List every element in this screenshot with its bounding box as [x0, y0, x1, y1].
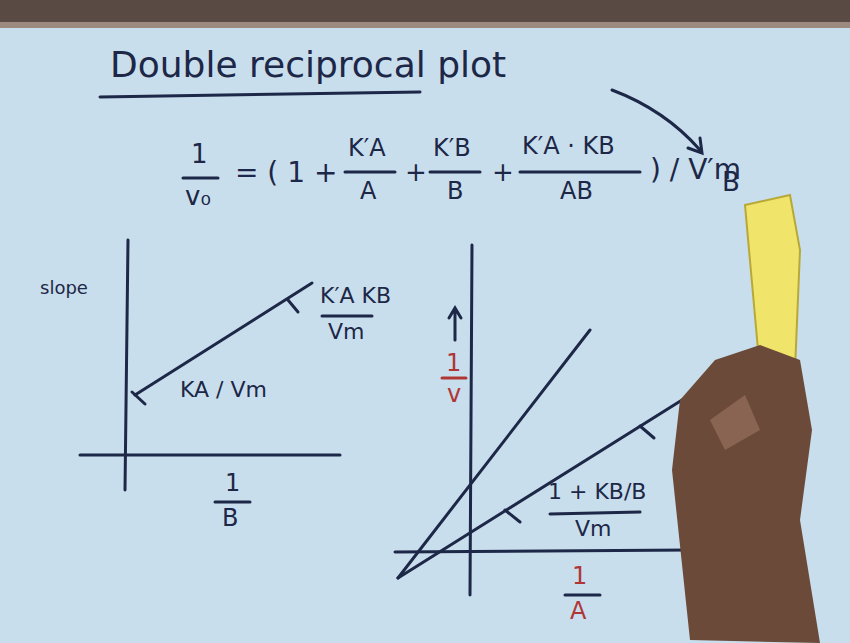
slope-label: K′A KB [320, 284, 391, 308]
slope-label: 1 + KB/B [548, 480, 646, 504]
marker-pen [745, 195, 800, 372]
hand [672, 345, 820, 643]
arrow-label: B [722, 168, 740, 197]
plot-line [398, 330, 590, 578]
y-axis [125, 240, 128, 490]
tick-mark [640, 426, 654, 438]
slope-label: Vm [328, 320, 364, 344]
axis-label: 1 [572, 563, 587, 589]
tick-mark [132, 392, 145, 404]
y-axis [470, 245, 472, 595]
finger [710, 395, 760, 450]
equation-term: K′B [433, 135, 471, 161]
equation-term: 1 [191, 140, 208, 169]
axis-label: 1 [225, 470, 240, 496]
board-title: Double reciprocal plot [110, 45, 506, 85]
axis-label: 1 [446, 350, 461, 376]
presenter-hand [672, 195, 820, 643]
fraction-bar [215, 501, 250, 504]
equation-term: B [447, 178, 463, 204]
x-axis [80, 454, 340, 457]
title-underline [100, 92, 420, 97]
fraction-bar [550, 512, 640, 514]
tick-mark [288, 300, 298, 312]
board-frame-edge [0, 22, 850, 28]
intercept-label: KA / Vm [180, 378, 267, 402]
fraction-bar [565, 594, 600, 597]
up-arrow [449, 308, 461, 340]
curved-arrow [612, 90, 700, 150]
equation-term: AB [560, 178, 593, 204]
fraction-bar [442, 377, 466, 380]
equation-term: + [492, 158, 514, 187]
arrow-head [688, 138, 702, 153]
equation-term: K′A · KB [522, 133, 615, 159]
equation-term: A [360, 178, 376, 204]
tick-mark [505, 510, 520, 522]
fraction-bar [430, 171, 480, 174]
equation-term: v₀ [185, 182, 211, 211]
axis-label: A [570, 598, 586, 624]
axis-label: slope [40, 278, 88, 298]
fraction-bar [183, 177, 218, 180]
board-frame [0, 0, 850, 22]
slope-label: Vm [575, 517, 611, 541]
plot-line [398, 395, 690, 578]
equation-term: = ( 1 + [235, 158, 337, 189]
equation-term: K′A [348, 135, 386, 161]
fraction-bar [345, 171, 395, 174]
equation-term: + [405, 158, 427, 187]
axis-label: v [447, 381, 461, 407]
fraction-bar [520, 171, 640, 174]
axis-label: B [222, 505, 238, 531]
fraction-bar [322, 315, 372, 318]
